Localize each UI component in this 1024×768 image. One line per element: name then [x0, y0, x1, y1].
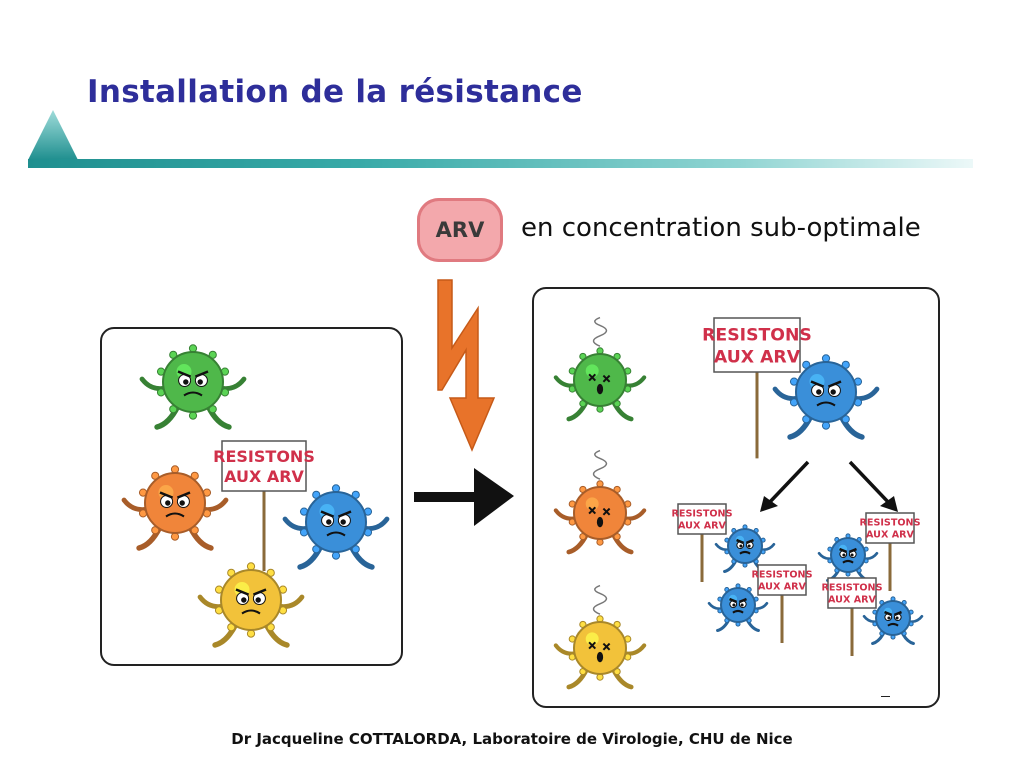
small-blue-virus-icon — [862, 596, 924, 646]
small-blue-virus-icon — [707, 583, 769, 633]
blue-virus-icon — [282, 484, 390, 570]
dead-orange-virus-icon — [553, 449, 647, 555]
sign-text-line1: RESISTONS — [860, 518, 921, 529]
sign-text-line1: RESISTONS — [822, 583, 883, 594]
green-virus-icon — [139, 344, 247, 430]
small-dash — [881, 696, 890, 697]
sign-text-line2: AUX ARV — [758, 582, 806, 593]
arv-caption: en concentration sub-optimale — [521, 213, 921, 243]
branch-arrow-left-icon — [766, 460, 810, 506]
sign-text-line1: RESISTONS — [752, 570, 813, 581]
sign-text-line1: RESISTONS — [702, 326, 812, 346]
title-underline — [28, 159, 973, 168]
arv-label: ARV — [435, 218, 485, 242]
page-title: Installation de la résistance — [87, 74, 583, 110]
sign-text-line2: AUX ARV — [714, 347, 801, 367]
right-arrow-icon — [414, 468, 514, 526]
lightning-arrow-icon — [437, 279, 496, 452]
sign-text-line1: RESISTONS — [672, 509, 733, 520]
arv-badge: ARV — [417, 198, 503, 262]
sign-text-line2: AUX ARV — [866, 530, 914, 541]
branch-arrowhead-left-icon — [760, 496, 778, 512]
footer-credit: Dr Jacqueline COTTALORDA, Laboratoire de… — [231, 730, 793, 748]
sign-text-line2: AUX ARV — [828, 595, 876, 606]
yellow-virus-icon — [197, 562, 305, 648]
dead-yellow-virus-icon — [553, 584, 647, 690]
resistant-blue-virus-icon — [772, 354, 880, 440]
sign-text-line2: AUX ARV — [678, 521, 726, 532]
orange-virus-icon — [121, 465, 229, 551]
dead-green-virus-icon — [553, 316, 647, 422]
triangle-decoration — [28, 110, 78, 160]
branch-arrow-right-icon — [848, 460, 892, 506]
sign-text-line1: RESISTONS — [213, 447, 315, 466]
small-blue-virus-icon — [714, 524, 776, 574]
small-blue-virus-icon — [817, 533, 879, 583]
branch-arrowhead-right-icon — [880, 496, 898, 512]
sign-text-line2: AUX ARV — [224, 467, 304, 486]
